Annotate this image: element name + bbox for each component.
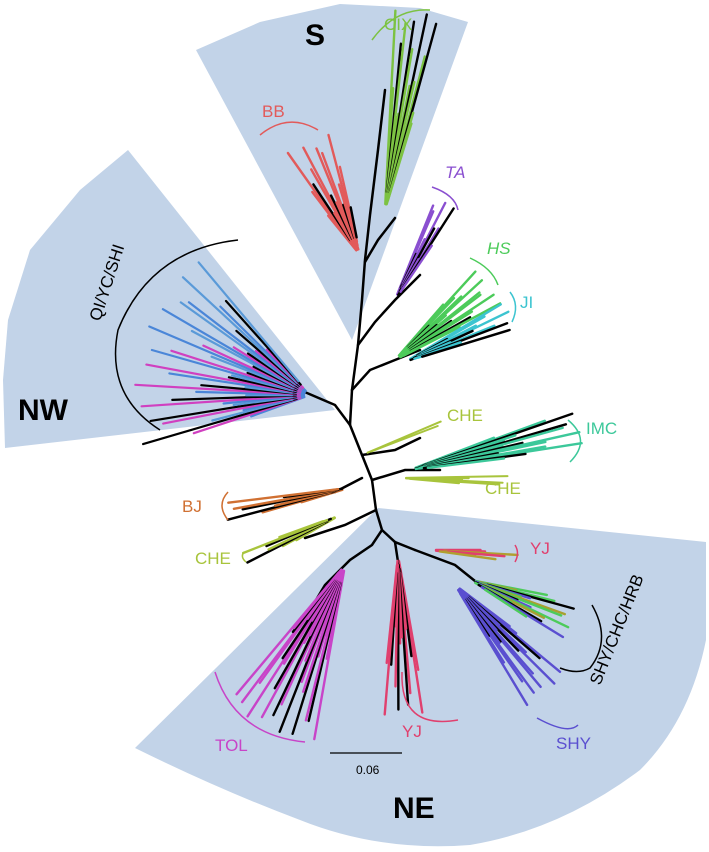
bracket-ta [431,186,459,211]
yj2-branch [385,563,399,665]
bracket-hs [469,257,499,286]
che1-branch [370,425,439,453]
qiycshi-branch [190,329,296,388]
qiycshi-branch [142,397,298,446]
imc-branch [426,457,506,469]
bracket-ji [509,291,517,323]
qiycshi-branch [179,301,297,386]
clade-label-yj1: YJ [530,539,550,558]
bracket-shy [536,717,579,730]
shy-branch [459,592,529,707]
bracket-bj [221,491,229,521]
tol-branch [235,571,340,696]
clade-label-shy: SHY [556,734,591,753]
backbone-segment [356,273,422,347]
clade-label-cix: CIX [384,15,412,34]
bracket-qiycshi [114,239,239,431]
clade-label-che3: CHE [195,549,231,568]
clade-label-che2: CHE [485,479,521,498]
qiycshi-branch [197,261,300,383]
backbone-segment [374,508,417,552]
qiycshi-branch [134,383,302,396]
backbone-segment [348,88,387,427]
bj-branch [227,488,340,504]
che2-branch [409,477,460,485]
cix-branch [386,122,413,202]
region-wedge-ne [135,508,706,847]
backbone-segment [370,468,442,482]
bracket-tol [214,671,306,743]
clade-label-yj2: YJ [402,722,422,741]
region-wedge-s [196,4,468,340]
ta-branch [399,244,433,293]
backbone-segment [360,436,422,457]
bracket-cix [371,9,431,41]
bb-branch [349,206,358,239]
clade-label-tol: TOL [215,736,248,755]
clade-label-ta: TA [445,163,465,182]
clade-label-che1: CHE [447,406,483,425]
backbone-segment [303,508,378,540]
qiycshi-branch [149,396,298,422]
ji-branch [421,328,511,358]
shychchrb-branch [483,588,528,618]
bracket-yj1 [514,544,519,563]
bracket-imc [567,419,582,463]
qiycshi-branch [181,276,298,384]
region-label-nw: NW [18,394,69,427]
clade-brackets [114,9,603,743]
backbone-segment [348,423,378,512]
backbone-segment [350,348,422,392]
clade-label-bb: BB [262,102,285,121]
hs-branch [402,325,461,357]
clade-label-bj: BJ [182,497,202,516]
yj1-branch [438,550,497,561]
tree-branches [134,9,583,741]
region-label-s: S [305,19,325,52]
backbone-segment [413,548,482,587]
clade-label-imc: IMC [586,419,617,438]
clade-label-hs: HS [487,239,511,258]
scale-bar-label: 0.06 [356,763,380,777]
qiycshi-branch [210,355,295,390]
bracket-yj2 [401,671,459,723]
backbone-segment [298,388,352,427]
bracket-che3 [241,551,247,563]
backbone-segment [363,216,397,264]
che3-branch [278,520,325,539]
bracket-bb [259,121,319,136]
qiycshi-branch [140,394,302,408]
region-label-ne: NE [393,792,435,825]
qiycshi-branch [145,363,302,395]
bracket-shychchrb [559,604,603,673]
clade-label-ji: JI [520,293,533,312]
